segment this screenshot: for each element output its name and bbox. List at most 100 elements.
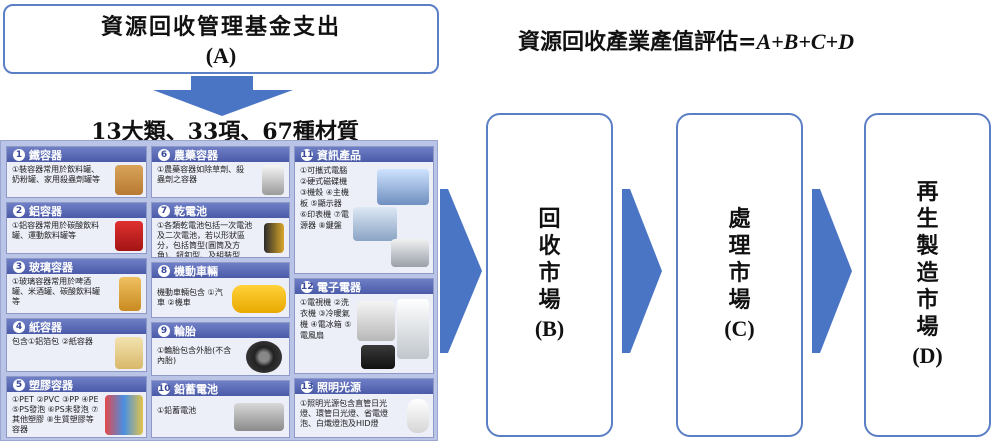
- category-name: 電子電器: [317, 280, 361, 294]
- category-description: ①輪胎包含外胎(不含內胎): [157, 346, 232, 365]
- plastic-bottles-image: [105, 395, 143, 435]
- aluminum-can-image: [115, 221, 143, 251]
- market-char: 回: [538, 206, 561, 232]
- category-number: 1: [13, 148, 25, 161]
- category-name: 紙容器: [29, 320, 62, 334]
- paper-carton-image: [115, 337, 143, 369]
- category-description: 包含①鋁箔包 ②紙容器: [12, 337, 93, 346]
- category-card: 1 鐵容器 ①裝容器常用於飲料罐、奶粉罐、家用殺蟲劑罐等: [6, 146, 147, 198]
- fund-box-label: (A): [205, 43, 237, 68]
- category-number: 8: [158, 264, 170, 277]
- market-letter: (C): [724, 316, 755, 341]
- market-letter: (B): [534, 316, 565, 341]
- market-char: 再: [916, 179, 939, 205]
- battery-image: [264, 223, 284, 253]
- market-char: 市: [728, 260, 751, 286]
- evaluation-title: 資源回收產業產值評估=A+B+C+D: [518, 24, 854, 56]
- category-number: 7: [158, 204, 170, 217]
- category-number: 6: [158, 148, 170, 161]
- category-description: ①裝容器常用於飲料罐、奶粉罐、家用殺蟲劑罐等: [12, 165, 100, 184]
- category-name: 農藥容器: [174, 148, 218, 162]
- light-bulb-image: [407, 399, 429, 433]
- tire-image: [246, 341, 282, 373]
- category-number: 10: [158, 382, 171, 395]
- market-char: 製: [916, 233, 939, 259]
- category-number: 2: [13, 204, 25, 217]
- printer-image: [391, 239, 429, 267]
- market-letter: (D): [912, 343, 943, 368]
- recycling-market-box: 回 收 市 場 (B): [486, 113, 613, 437]
- category-number: 12: [301, 280, 314, 293]
- category-card: 2 鋁容器 ①鋁容器常用於碳酸飲料罐、運動飲料罐等: [6, 202, 147, 254]
- category-description: ①各類乾電池包括一次電池及二次電池，若以形狀區分，包括筒型(圓筒及方角)、鈕釦型…: [157, 221, 253, 258]
- category-name: 機動車輛: [174, 264, 218, 278]
- category-card: 7 乾電池 ①各類乾電池包括一次電池及二次電池，若以形狀區分，包括筒型(圓筒及方角…: [151, 202, 290, 258]
- category-description: ①照明光源包含直管日光燈、環管日光燈、省電燈泡、白熾燈泡及HID燈: [300, 399, 388, 428]
- vehicle-image: [232, 285, 286, 313]
- right-arrow-icon: [812, 189, 852, 353]
- category-name: 鐵容器: [29, 148, 62, 162]
- category-description: 機動車輛包含 ①汽車 ②機車: [157, 288, 223, 307]
- right-arrow-icon: [622, 189, 662, 353]
- category-number: 11: [301, 148, 314, 161]
- category-description: ①玻璃容器常用於啤酒罐、米酒罐、碳酸飲料罐等: [12, 277, 100, 306]
- category-name: 鋁容器: [29, 204, 62, 218]
- category-card: 6 農藥容器 ①農藥容器如除草劑、殺蟲劑之容器: [151, 146, 290, 198]
- market-char: 市: [538, 260, 561, 286]
- category-number: 3: [13, 260, 25, 273]
- lead-battery-image: [234, 403, 284, 431]
- fund-expenditure-box: 資源回收管理基金支出 (A): [3, 4, 439, 74]
- glass-bottle-image: [119, 277, 141, 311]
- category-description: ①鋁容器常用於碳酸飲料罐、運動飲料罐等: [12, 221, 100, 240]
- category-name: 玻璃容器: [29, 260, 73, 274]
- desktop-computer-image: [353, 207, 397, 241]
- category-name: 照明光源: [317, 380, 361, 394]
- category-card: 3 玻璃容器 ①玻璃容器常用於啤酒罐、米酒罐、碳酸飲料罐等: [6, 258, 147, 314]
- refrigerator-image: [397, 299, 429, 359]
- market-char: 場: [916, 314, 939, 340]
- recycling-categories-panel: 1 鐵容器 ①裝容器常用於飲料罐、奶粉罐、家用殺蟲劑罐等 2 鋁容器 ①鋁容器常用於…: [0, 140, 438, 441]
- market-char: 處: [728, 206, 751, 232]
- iron-can-image: [115, 165, 143, 195]
- market-char: 場: [728, 287, 751, 313]
- market-char: 收: [538, 233, 561, 259]
- category-description: ①PET ②PVC ③PP ④PE ⑤PS發泡 ⑥PS未發泡 ⑦其他塑膠 ⑧生質…: [12, 395, 99, 434]
- category-name: 資訊產品: [317, 148, 361, 162]
- category-card: 4 紙容器 包含①鋁箔包 ②紙容器: [6, 318, 147, 372]
- evaluation-formula: A+B+C+D: [756, 29, 854, 54]
- category-description: ①電視機 ②洗衣機 ③冷暖氣機 ④電冰箱 ⑤電風扇: [300, 298, 352, 340]
- evaluation-title-prefix: 資源回收產業產值評估=: [518, 29, 757, 55]
- category-card: 9 輪胎 ①輪胎包含外胎(不含內胎): [151, 322, 290, 376]
- market-char: 市: [916, 287, 939, 313]
- category-number: 5: [13, 378, 25, 391]
- category-description: ①鉛蓄電池: [157, 406, 197, 415]
- category-name: 輪胎: [174, 324, 196, 338]
- pesticide-container-image: [262, 165, 284, 195]
- fund-box-title: 資源回收管理基金支出: [100, 14, 341, 40]
- down-arrow-icon: [153, 76, 293, 116]
- television-image: [361, 345, 395, 369]
- category-number: 9: [158, 324, 170, 337]
- category-name: 鉛蓄電池: [174, 382, 218, 396]
- laptop-image: [377, 169, 429, 205]
- washing-machine-image: [357, 301, 395, 341]
- market-char: 造: [916, 260, 939, 286]
- market-char: 場: [538, 287, 561, 313]
- category-number: 13: [301, 380, 314, 393]
- category-number: 4: [13, 320, 25, 333]
- category-name: 乾電池: [174, 204, 207, 218]
- market-char: 理: [728, 233, 751, 259]
- category-description: ①農藥容器如除草劑、殺蟲劑之容器: [157, 165, 245, 184]
- category-description: ①可攜式電腦 ②硬式磁碟機 ③機殼 ④主機板 ⑤顯示器 ⑥印表機 ⑦電源器 ⑧鍵…: [300, 166, 349, 230]
- processing-market-box: 處 理 市 場 (C): [676, 113, 803, 437]
- category-card: 5 塑膠容器 ①PET ②PVC ③PP ④PE ⑤PS發泡 ⑥PS未發泡 ⑦其他…: [6, 376, 147, 438]
- remanufacturing-market-box: 再 生 製 造 市 場 (D): [864, 113, 991, 437]
- category-card: 8 機動車輛 機動車輛包含 ①汽車 ②機車: [151, 262, 290, 318]
- right-arrow-icon: [440, 189, 482, 353]
- market-char: 生: [916, 206, 939, 232]
- category-name: 塑膠容器: [29, 378, 73, 392]
